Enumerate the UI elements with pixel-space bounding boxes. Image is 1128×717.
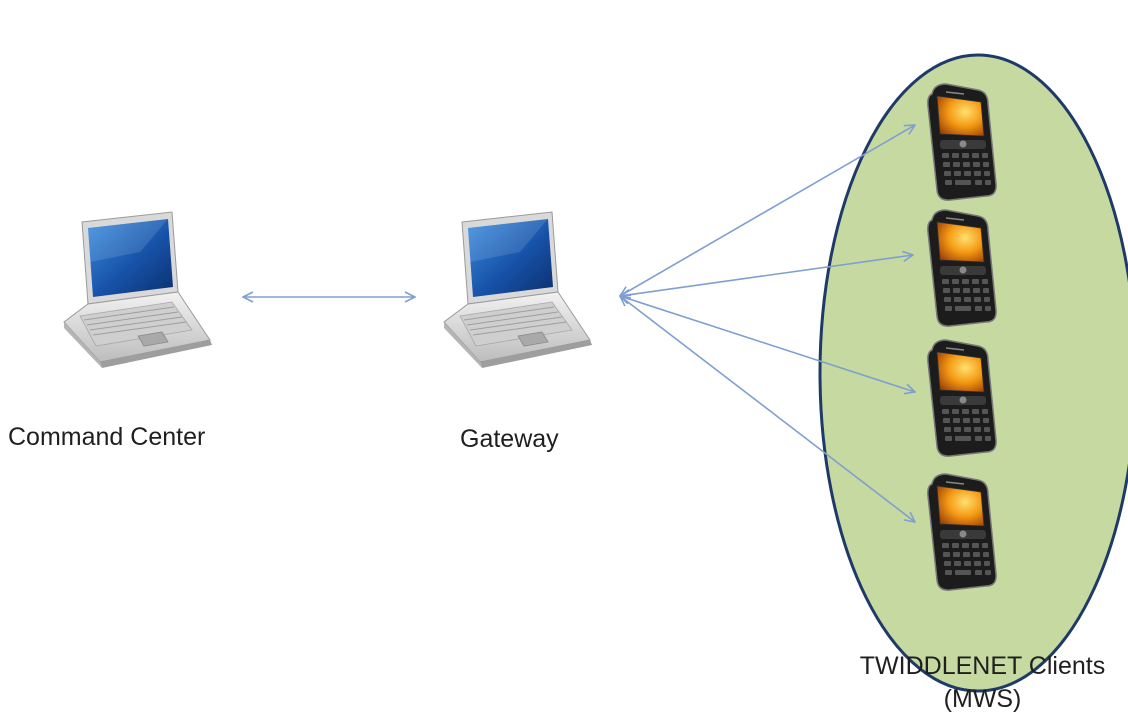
gateway-label: Gateway [460, 425, 559, 453]
arrow-gateway-to-client-4 [620, 296, 915, 522]
clients-label-line1: TWIDDLENET Clients [859, 652, 1106, 680]
command-center-label: Command Center [8, 423, 206, 451]
clients-label: TWIDDLENET Clients (MWS) [840, 650, 1125, 716]
client-1-smartphone-icon [927, 83, 997, 201]
clients-label-line2: (MWS) [943, 685, 1022, 713]
gateway-laptop-icon [443, 211, 593, 369]
client-4-smartphone-icon [927, 473, 997, 591]
client-3-smartphone-icon [927, 339, 997, 457]
client-2-smartphone-icon [927, 209, 997, 327]
command-center-laptop-icon [63, 211, 213, 369]
arrow-gateway-to-client-2 [620, 255, 913, 296]
